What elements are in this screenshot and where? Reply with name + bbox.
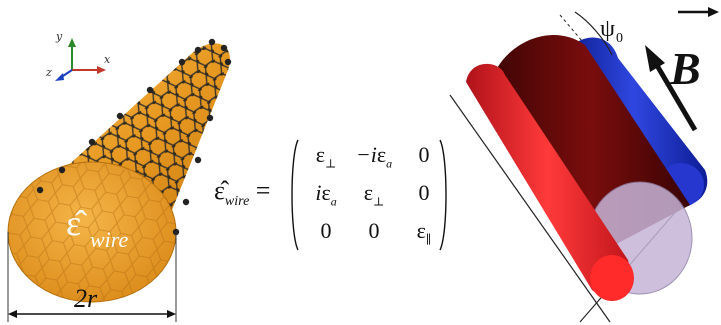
axes-gizmo: y x z (45, 30, 111, 81)
rotated-wire-schematic: ψ 0 B (449, 7, 719, 323)
matrix-cell-1-0: iεa (315, 180, 337, 209)
lhs-sub: wire (224, 194, 250, 210)
permittivity-equation: ε̂wire = ε⊥ −iεa 0 iεa ε⊥ 0 0 0 ε∥ (214, 136, 454, 254)
lhs-symbol: ε̂ (214, 176, 225, 205)
diameter-label: 2r (74, 284, 98, 313)
angle-sub: 0 (616, 31, 623, 46)
matrix-cell-2-1: 0 (368, 218, 380, 243)
diameter-dimension: 2r (7, 232, 177, 322)
equals-sign: = (255, 176, 271, 205)
axis-z-label: z (45, 66, 52, 79)
b-field-label: B (669, 43, 701, 94)
matrix-cell-0-0: ε⊥ (315, 142, 337, 171)
matrix-brackets (291, 139, 447, 251)
permittivity-matrix: ε⊥ −iεa 0 iεa ε⊥ 0 0 0 ε∥ (288, 136, 450, 254)
angle-label: ψ (600, 16, 615, 42)
matrix-cell-1-2: 0 (418, 180, 430, 205)
matrix-cell-0-1: −iεa (355, 142, 393, 171)
axis-x-label: x (104, 53, 111, 66)
axis-y-label: y (55, 30, 63, 43)
b-field-arrow (652, 60, 698, 132)
matrix-cell-1-1: ε⊥ (363, 180, 385, 209)
matrix-cell-2-0: 0 (320, 218, 332, 243)
matrix-cell-2-2: ε∥ (416, 218, 432, 247)
equation-lhs: ε̂wire = (214, 176, 270, 210)
red-rod (466, 63, 630, 295)
wire-epsilon-sub: wire (90, 227, 129, 252)
matrix-cell-0-2: 0 (418, 142, 430, 167)
nanotube-wire (7, 38, 232, 303)
axis-line-left (449, 94, 611, 323)
